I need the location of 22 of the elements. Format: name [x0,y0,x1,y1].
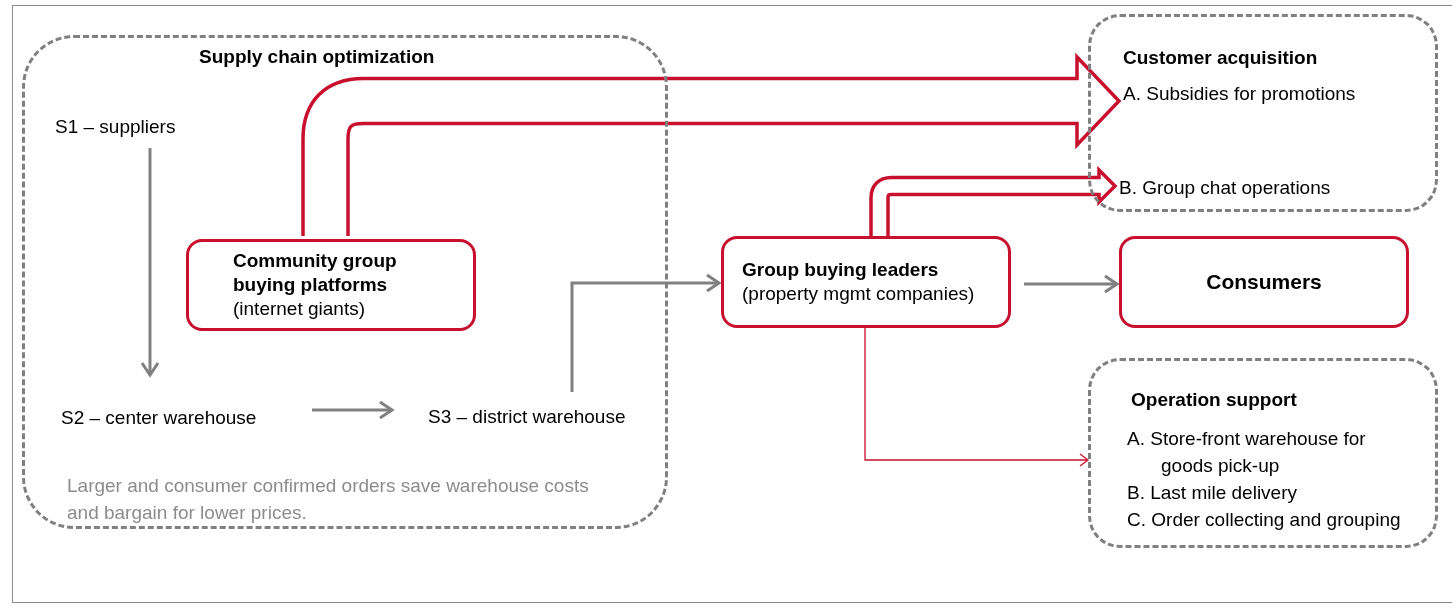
arrow [1024,274,1119,294]
arrow [140,148,160,377]
dashed-group-frame [1088,358,1438,548]
step-label: B. Group chat operations [1119,176,1331,200]
dashed-group-frame [22,35,668,529]
list-item: B. Last mile delivery [1127,481,1298,505]
arrow [312,400,394,420]
group-heading: Operation support [1131,389,1297,411]
step-label: S1 – suppliers [55,115,176,139]
rounded-box: Community group buying platforms (internet giants) [186,239,476,331]
note-text: Larger and consumer confirmed orders save warehouse costs and bargain for lower prices. [67,474,590,525]
arrow [570,273,721,392]
list-item: C. Order collecting and grouping [1127,508,1402,532]
step-label: S3 – district warehouse [428,405,626,429]
rounded-box: Consumers [1119,236,1409,328]
rounded-box: Group buying leaders (property mgmt companies) [721,236,1011,328]
dashed-group-frame [1088,14,1438,212]
step-label: S2 – center warehouse [61,406,257,430]
arrow [864,327,1089,467]
group-heading: Customer acquisition [1123,47,1318,69]
step-label: A. Subsidies for promotions [1123,82,1356,106]
list-item: A. Store-front warehouse for goods pick-up [1127,427,1367,478]
